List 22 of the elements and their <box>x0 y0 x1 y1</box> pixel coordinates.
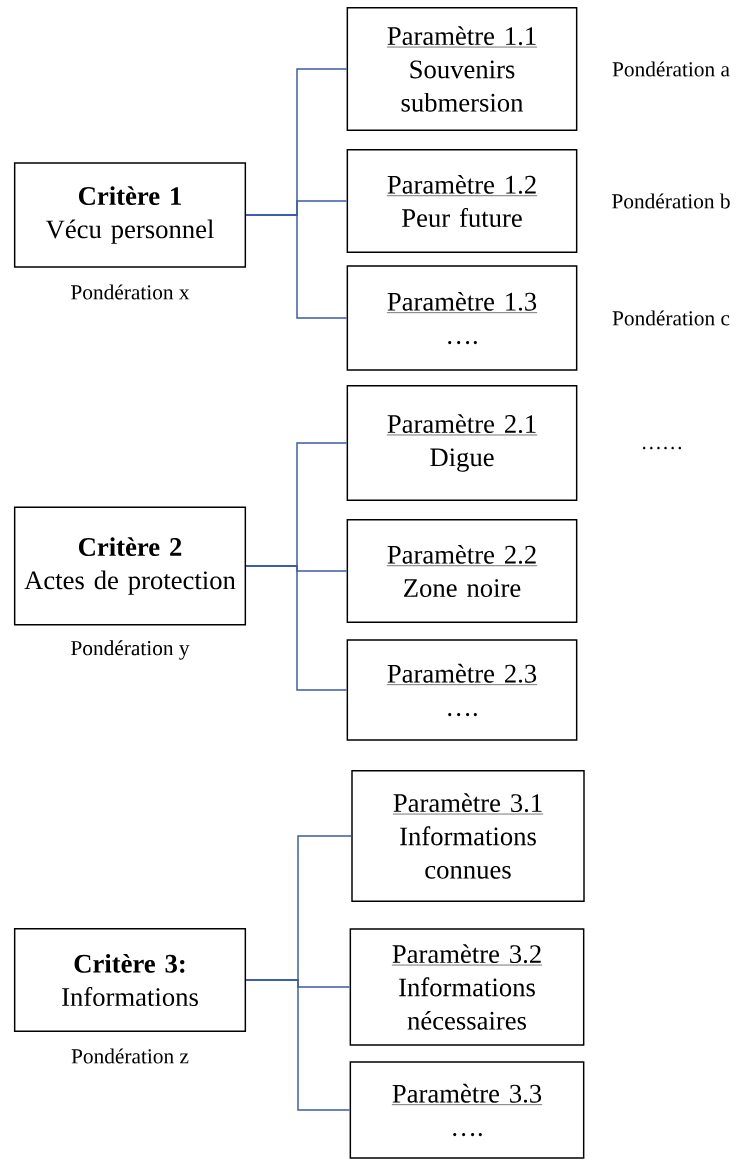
weight-label: Pondération c <box>612 310 730 326</box>
connector-line <box>245 979 351 1111</box>
weight-label: Pondération a <box>612 61 730 77</box>
connector-line <box>245 214 348 319</box>
parameter-box: Paramètre 2.2 Zone noire <box>346 518 578 624</box>
weight-label: Pondération x <box>71 284 190 300</box>
criterion-box: Critère 1 Vécu personnel <box>13 162 247 268</box>
parameter-box: Paramètre 1.2 Peur future <box>346 148 578 254</box>
parameter-box: Paramètre 3.2 Informations nécessaires <box>349 928 585 1046</box>
connector-line <box>245 565 348 691</box>
parameter-box: Paramètre 3.3 …. <box>349 1061 585 1159</box>
weight-label: Pondération y <box>71 640 190 660</box>
criterion-box: Critère 3: Informations <box>13 927 247 1033</box>
parameter-box: Paramètre 2.3 …. <box>346 639 578 741</box>
parameter-box: Paramètre 3.1 Informations connues <box>351 769 585 903</box>
parameter-box: Paramètre 1.3 …. <box>346 265 578 371</box>
parameter-box: Paramètre 1.1 Souvenirs submersion <box>346 6 578 132</box>
ellipsis-label: …… <box>642 446 682 450</box>
parameter-box: Paramètre 2.1 Digue <box>346 384 578 502</box>
weight-label: Pondération z <box>71 1048 189 1064</box>
weight-label: Pondération b <box>612 193 730 209</box>
criterion-box: Critère 2 Actes de protection <box>13 506 247 626</box>
